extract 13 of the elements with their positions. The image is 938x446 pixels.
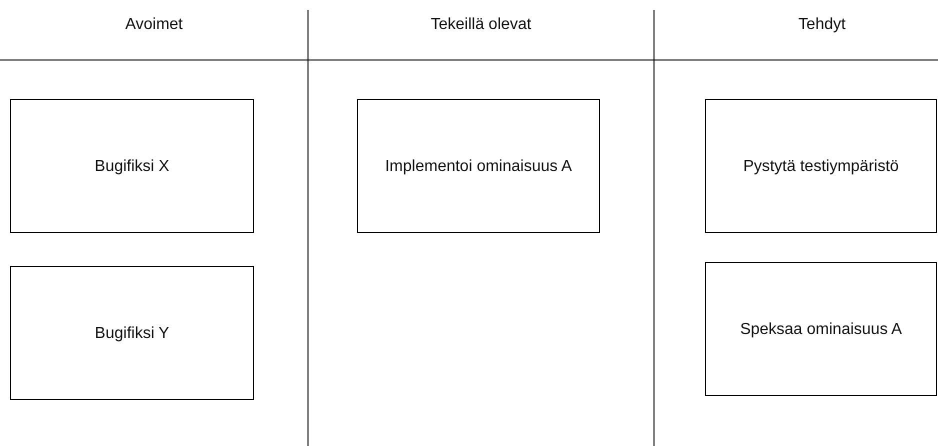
task-text: Pystytä testiympäristö (743, 156, 899, 176)
column-heading: Tekeillä olevat (430, 16, 532, 34)
task-card (357, 99, 600, 233)
task-text: Bugifiksi X (94, 156, 170, 176)
task-text: Implementoi ominaisuus A (385, 156, 572, 176)
task-card (10, 99, 254, 233)
column-heading: Avoimet (125, 16, 183, 34)
task-text: Bugifiksi Y (94, 324, 170, 344)
task-card (705, 99, 937, 233)
task-text: Speksaa ominaisuus A (740, 320, 902, 340)
task-card (10, 266, 254, 400)
column-heading: Tehdyt (798, 16, 846, 34)
task-card (705, 262, 937, 396)
